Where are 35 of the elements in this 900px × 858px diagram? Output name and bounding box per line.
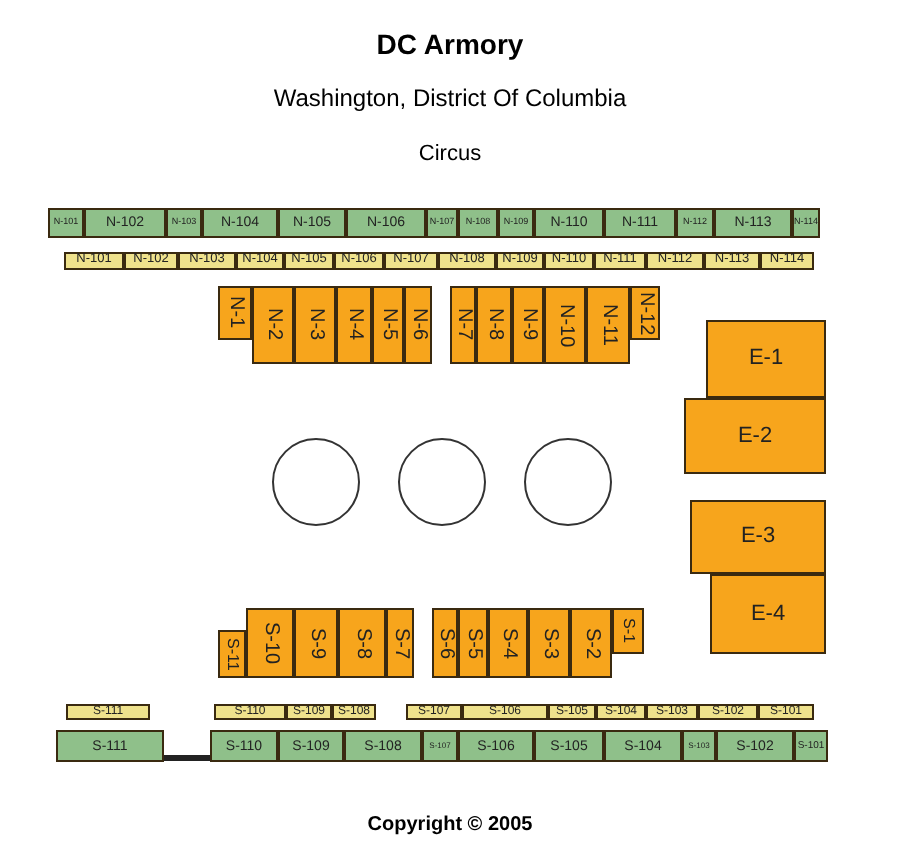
ring-marker <box>398 438 486 526</box>
seating-section: E-4 <box>710 574 826 654</box>
seating-section: N-10 <box>544 286 586 364</box>
seating-section: N-8 <box>476 286 512 364</box>
seating-section: N-5 <box>372 286 404 364</box>
event-name: Circus <box>418 142 482 166</box>
seating-section: S-5 <box>458 608 488 678</box>
seating-section: N-9 <box>512 286 544 364</box>
seating-section: N-7 <box>450 286 476 364</box>
seating-section: S-8 <box>338 608 386 678</box>
seating-section: S-3 <box>528 608 570 678</box>
seating-section: S-10 <box>246 608 294 678</box>
copyright-note: Copyright © 2005 <box>367 814 533 836</box>
seating-section: E-2 <box>684 398 826 474</box>
seating-section: S-9 <box>294 608 338 678</box>
seating-section: N-2 <box>252 286 294 364</box>
venue-title: DC Armory <box>376 28 524 60</box>
ring-marker <box>524 438 612 526</box>
seating-section: S-1 <box>612 608 644 654</box>
seating-section: S-2 <box>570 608 612 678</box>
seating-section: S-6 <box>432 608 458 678</box>
seating-section: S-7 <box>386 608 414 678</box>
ring-marker <box>272 438 360 526</box>
seating-section: N-4 <box>336 286 372 364</box>
seating-section: S-4 <box>488 608 528 678</box>
seating-section: N-12 <box>630 286 660 340</box>
seating-section: N-1 <box>218 286 252 340</box>
seating-section: N-3 <box>294 286 336 364</box>
venue-location: Washington, District Of Columbia <box>273 84 627 112</box>
seating-section: N-6 <box>404 286 432 364</box>
wall-line <box>164 755 210 761</box>
seating-section: N-11 <box>586 286 630 364</box>
seating-section: S-11 <box>218 630 246 678</box>
seating-section: E-3 <box>690 500 826 574</box>
seating-section: E-1 <box>706 320 826 398</box>
